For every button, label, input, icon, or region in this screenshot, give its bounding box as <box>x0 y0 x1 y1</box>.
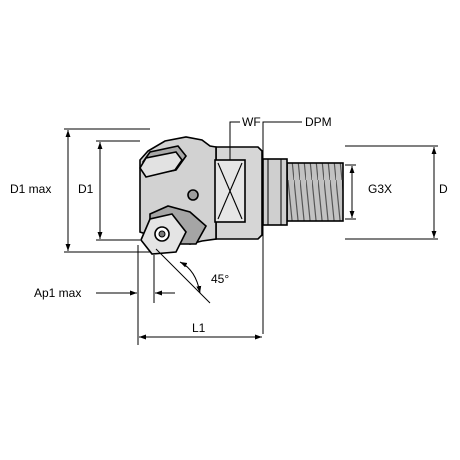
label-l1: L1 <box>192 321 206 335</box>
dimension-lines <box>64 121 438 345</box>
dimension-labels: D1 max D1 WF DPM G3X D Ap1 max 45° L1 <box>10 115 448 335</box>
label-wf: WF <box>242 115 261 129</box>
clamp-screw <box>187 189 199 201</box>
label-ap1-max: Ap1 max <box>34 286 81 300</box>
cutter-body <box>139 136 344 255</box>
label-dpm: DPM <box>305 115 332 129</box>
top-insert <box>139 151 183 178</box>
label-angle: 45° <box>211 272 229 286</box>
label-d: D <box>439 182 448 196</box>
shank-collar <box>262 158 288 226</box>
label-g3x: G3X <box>368 182 392 196</box>
threaded-shank <box>286 162 344 222</box>
label-d1: D1 <box>78 182 94 196</box>
label-d1-max: D1 max <box>10 182 51 196</box>
